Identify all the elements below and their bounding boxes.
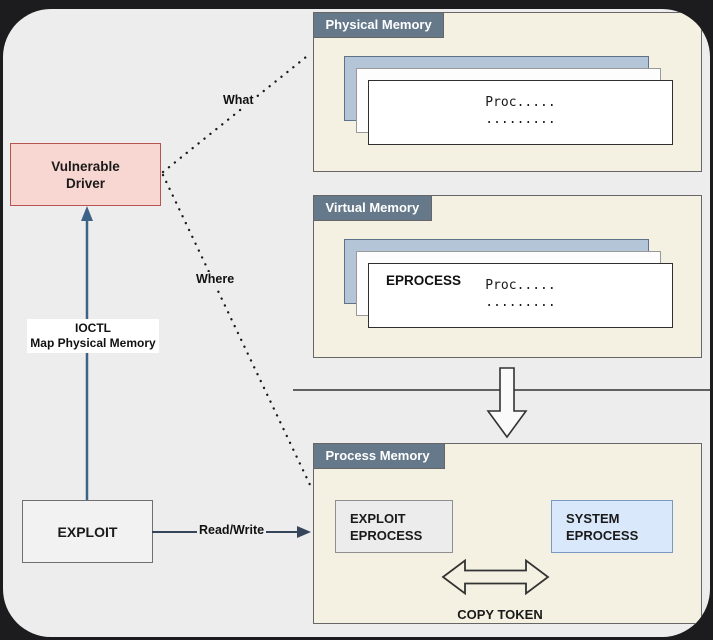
physical-memory-title: Physical Memory xyxy=(312,11,444,38)
readwrite-arrowhead-icon xyxy=(297,526,311,538)
ioctl-label: IOCTL Map Physical Memory xyxy=(27,319,159,353)
physical-proc-text: Proc..... xyxy=(485,95,556,110)
flow-down-arrow-icon xyxy=(486,367,528,439)
system-eprocess-box: SYSTEM EPROCESS xyxy=(551,500,673,553)
exploit-eprocess-line2: EPROCESS xyxy=(350,528,423,543)
memory-page-card-front: EPROCESS Proc..... ......... xyxy=(368,263,673,328)
virtual-memory-title: Virtual Memory xyxy=(312,194,432,221)
virtual-memory-panel: Virtual Memory EPROCESS Proc..... ......… xyxy=(312,194,702,358)
copy-token-label: COPY TOKEN xyxy=(457,607,543,622)
where-dotted-line xyxy=(161,173,313,489)
what-dotted-line xyxy=(161,51,313,174)
ioctl-label-line1: IOCTL xyxy=(75,321,111,335)
driver-label-line1: Vulnerable xyxy=(51,158,120,174)
what-label: What xyxy=(221,93,256,107)
physical-dots-text: ......... xyxy=(485,112,556,127)
memory-page-card-front: Proc..... ......... xyxy=(368,80,673,145)
readwrite-label: Read/Write xyxy=(197,523,267,537)
system-eprocess-line2: EPROCESS xyxy=(566,528,639,543)
virtual-proc-text: Proc..... xyxy=(485,278,556,293)
process-memory-panel: Process Memory EXPLOIT EPROCESS SYSTEM E… xyxy=(312,442,702,624)
physical-memory-panel: Physical Memory Proc..... ......... xyxy=(312,11,702,172)
vulnerable-driver-node: Vulnerable Driver xyxy=(10,143,161,206)
exploit-node: EXPLOIT xyxy=(22,500,153,563)
ioctl-arrowhead-icon xyxy=(81,206,93,221)
process-memory-title: Process Memory xyxy=(312,442,445,469)
diagram-canvas: Physical Memory Proc..... ......... Virt… xyxy=(3,9,710,637)
driver-label-line2: Driver xyxy=(65,175,106,191)
ioctl-label-line2: Map Physical Memory xyxy=(30,336,156,350)
eprocess-label: EPROCESS xyxy=(386,273,462,288)
system-eprocess-line1: SYSTEM xyxy=(566,511,620,526)
virtual-dots-text: ......... xyxy=(485,295,556,310)
where-label: Where xyxy=(194,272,237,286)
exploit-label: EXPLOIT xyxy=(57,523,118,540)
exploit-eprocess-line1: EXPLOIT xyxy=(350,511,406,526)
exploit-eprocess-box: EXPLOIT EPROCESS xyxy=(335,500,453,553)
